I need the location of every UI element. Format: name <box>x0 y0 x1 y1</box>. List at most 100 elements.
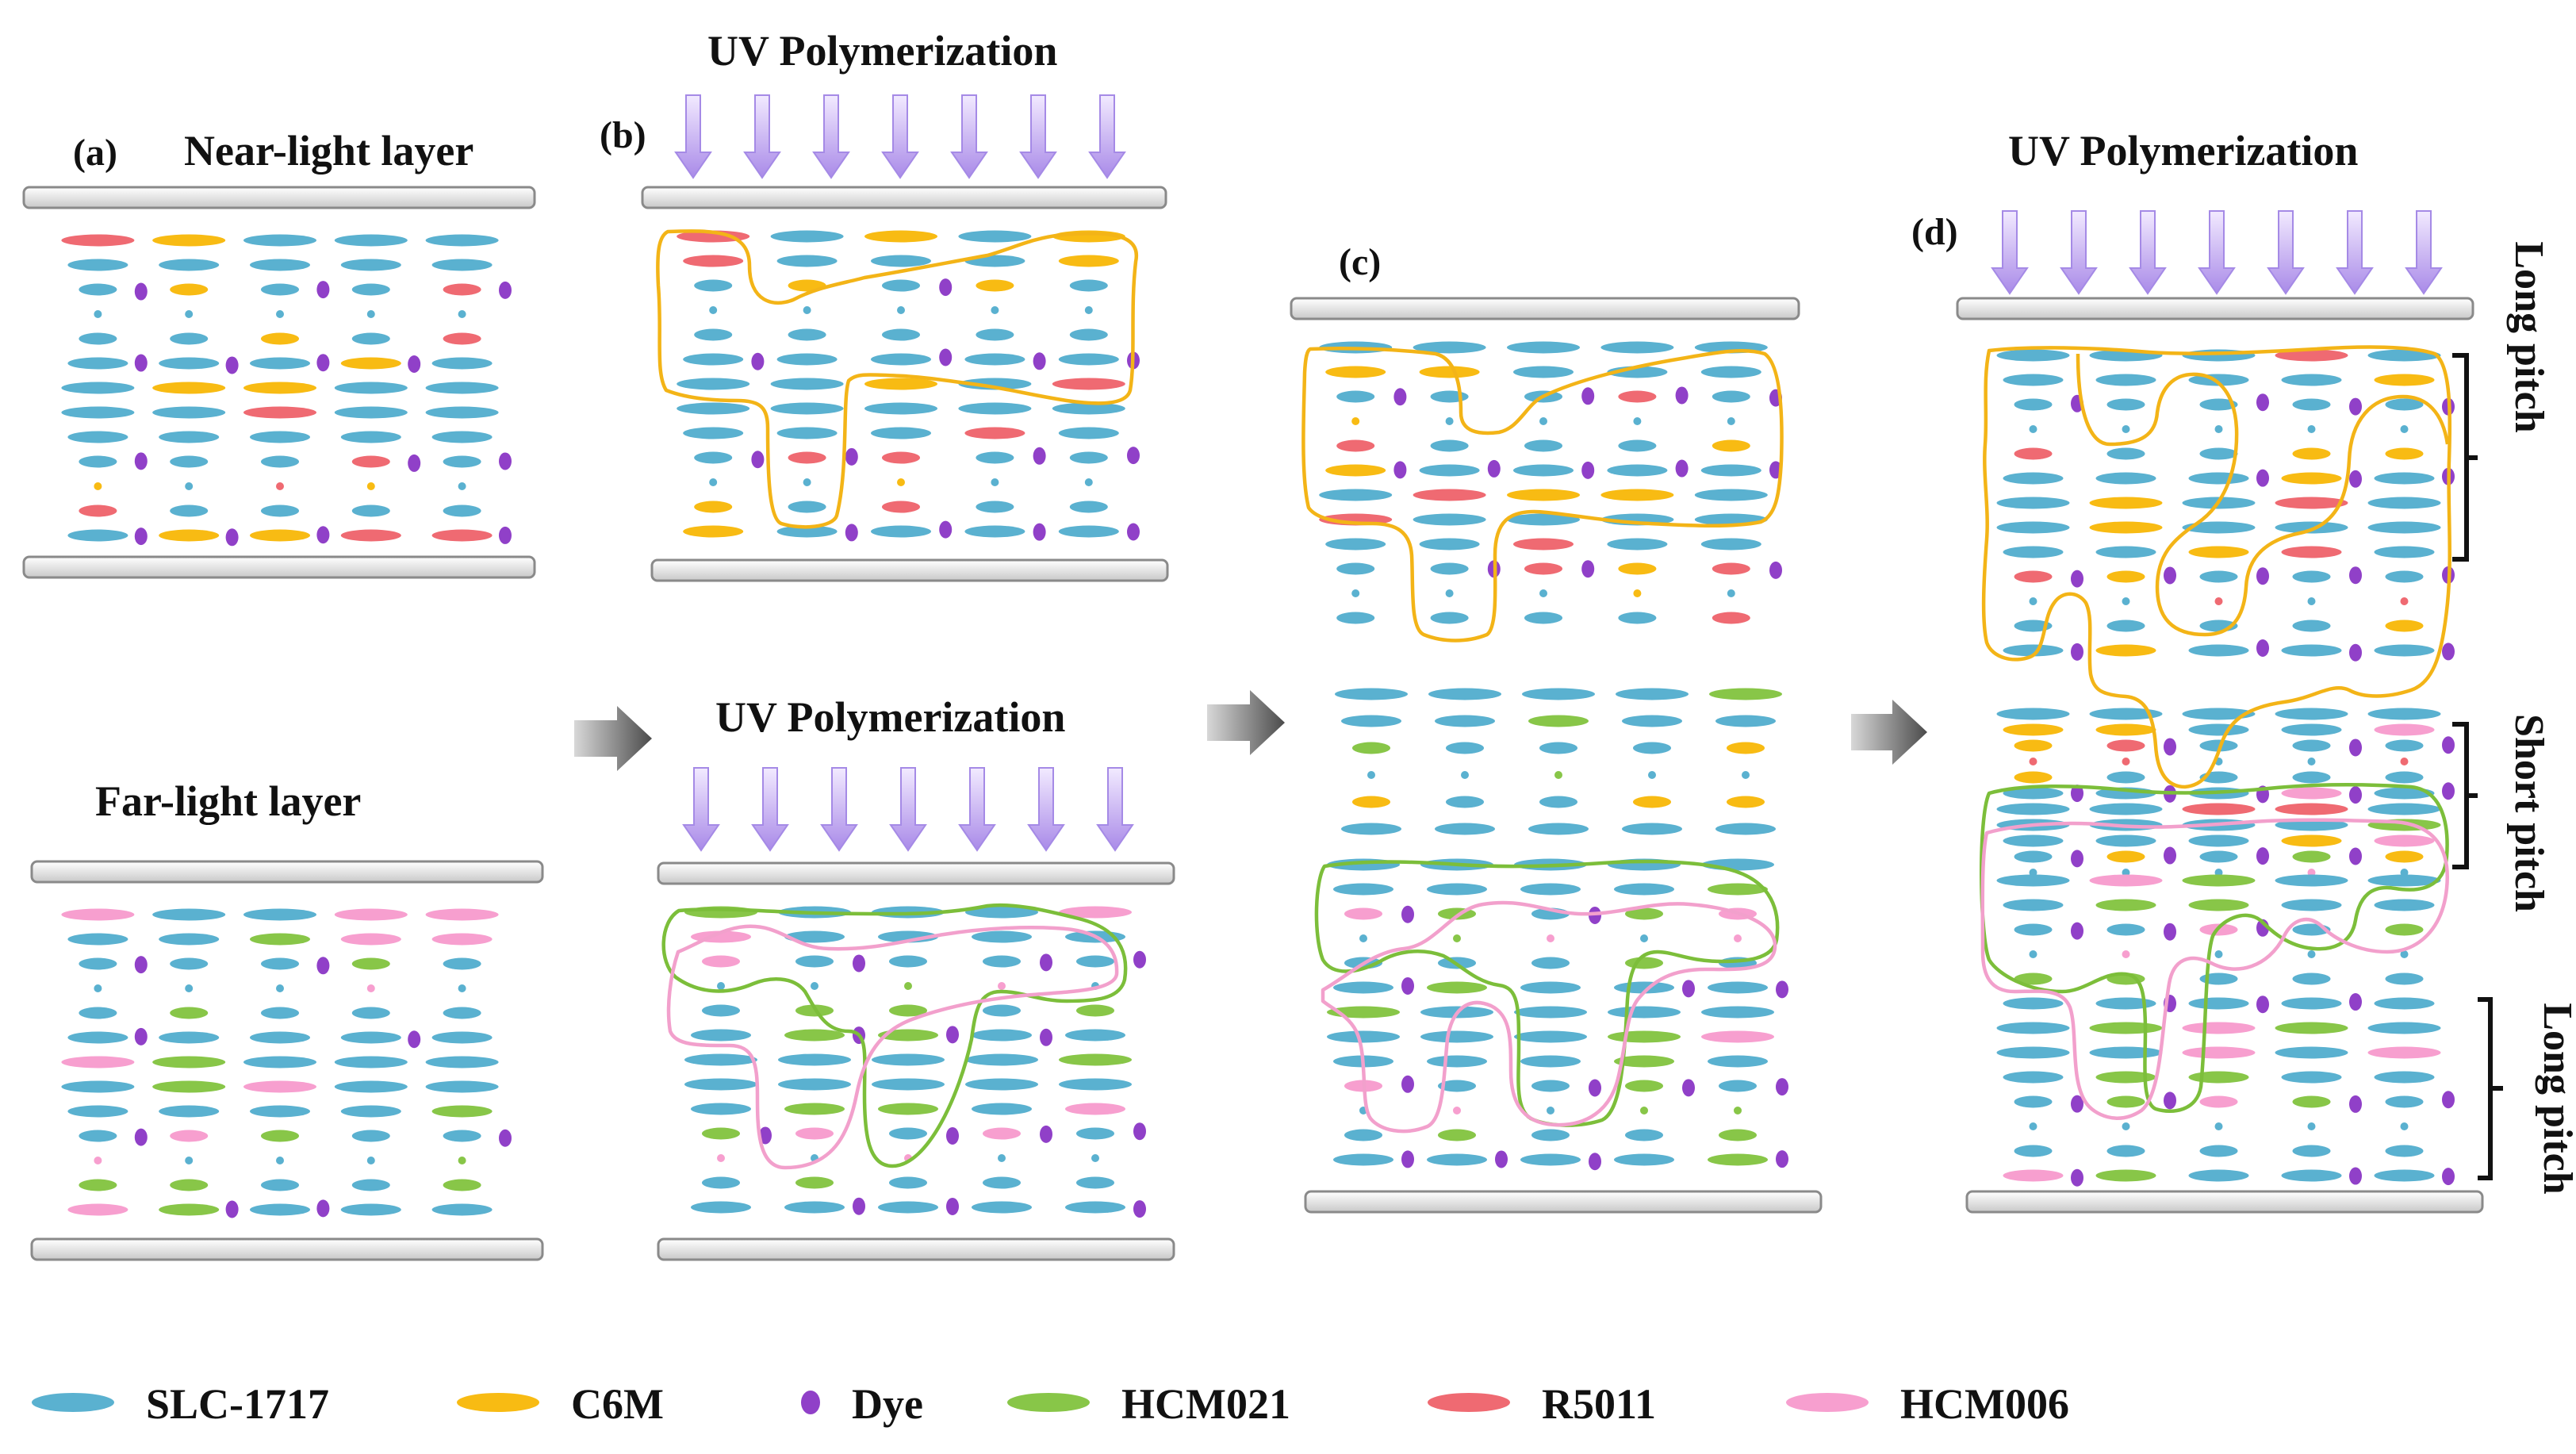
legend-item-r5011: R5011 <box>1428 1380 1656 1428</box>
molecule-slc-1717 <box>2003 546 2064 558</box>
molecule-slc-1717 <box>79 957 117 970</box>
polymer-network-hcm006 <box>1321 900 1777 1134</box>
glass-substrate <box>22 186 536 209</box>
uv-arrow <box>812 94 850 179</box>
molecule-slc-1717 <box>61 1080 135 1093</box>
molecule-hcm021 <box>1625 957 1663 969</box>
molecule-slc-1717 <box>2003 787 2064 800</box>
molecule-hcm006 <box>366 984 375 992</box>
polymer-network-hcm021 <box>1979 782 2449 1113</box>
molecule-slc-1717 <box>1333 883 1393 896</box>
molecule-dye <box>751 451 765 469</box>
molecule-dye <box>2256 469 2269 487</box>
molecule-slc-1717 <box>67 933 128 946</box>
glass-substrate <box>30 860 544 884</box>
molecule-slc-1717 <box>340 259 401 271</box>
molecule-slc-1717 <box>784 1201 845 1214</box>
molecule-slc-1717 <box>2292 398 2331 411</box>
molecule-c6m <box>1727 742 1765 754</box>
molecule-slc-1717 <box>2281 374 2342 386</box>
polymer-network-hcm006 <box>666 924 1119 1170</box>
molecule-slc-1717 <box>882 279 920 292</box>
molecule-c6m <box>1600 489 1674 501</box>
molecule-slc-1717 <box>958 402 1032 415</box>
molecule-slc-1717 <box>2281 1169 2342 1182</box>
molecule-dye <box>939 278 953 297</box>
molecule-slc-1717 <box>1618 612 1657 624</box>
molecule-c6m <box>1058 255 1119 267</box>
molecule-r5011 <box>2400 597 2409 605</box>
molecule-slc-1717 <box>1058 427 1119 439</box>
molecule-slc-1717 <box>1700 538 1761 551</box>
molecule-dye <box>2349 847 2362 865</box>
uv-arrow <box>1027 767 1065 852</box>
molecule-dye <box>2071 643 2083 661</box>
molecule-dye <box>2071 922 2083 940</box>
molecule-slc-1717 <box>94 984 102 992</box>
molecule-slc-1717 <box>1069 279 1108 292</box>
molecule-hcm021 <box>351 957 390 970</box>
molecule-slc-1717 <box>250 1203 310 1216</box>
molecule-hcm021 <box>2188 899 2249 911</box>
uv-polymerization-b-bottom: UV Polymerization <box>715 693 1065 741</box>
molecule-c6m <box>1352 796 1390 808</box>
molecule-hcm006 <box>1547 934 1554 942</box>
molecule-dye <box>2349 1095 2362 1113</box>
molecule-slc-1717 <box>2199 850 2238 863</box>
molecule-slc-1717 <box>1438 1080 1476 1092</box>
molecule-dye <box>1133 1122 1146 1141</box>
legend-swatch <box>1007 1393 1090 1412</box>
molecule-slc-1717 <box>1700 464 1761 477</box>
molecule-slc-1717 <box>2199 1145 2238 1157</box>
molecule-dye <box>1133 1200 1146 1218</box>
molecule-hcm021 <box>1608 1030 1681 1043</box>
uv-arrow <box>2198 210 2236 295</box>
molecule-hcm021 <box>1709 688 1782 700</box>
molecule-slc-1717 <box>2281 644 2342 657</box>
molecule-dye <box>2349 470 2362 488</box>
molecule-slc-1717 <box>1427 883 1487 896</box>
near-light-layer-title: Near-light layer <box>184 127 473 175</box>
glass-substrate <box>657 1237 1175 1261</box>
molecule-dye <box>1589 1153 1601 1171</box>
pitch-bracket-short <box>2452 722 2478 869</box>
molecule-slc-1717 <box>2003 834 2064 847</box>
molecule-r5011 <box>243 406 316 419</box>
molecule-hcm006 <box>170 1130 209 1142</box>
molecule-slc-1717 <box>1715 715 1776 727</box>
molecule-c6m <box>976 279 1014 292</box>
molecule-slc-1717 <box>1069 451 1108 464</box>
molecule-slc-1717 <box>2400 425 2409 433</box>
molecule-r5011 <box>677 230 750 243</box>
molecule-slc-1717 <box>1618 439 1657 452</box>
molecule-slc-1717 <box>443 1130 481 1142</box>
molecule-slc-1717 <box>778 1053 851 1066</box>
molecule-dye <box>946 1126 959 1145</box>
molecule-slc-1717 <box>79 332 117 345</box>
molecule-slc-1717 <box>1065 1029 1125 1042</box>
molecule-c6m <box>2374 374 2435 386</box>
molecule-slc-1717 <box>1507 341 1580 354</box>
molecule-hcm006 <box>998 982 1006 990</box>
molecule-dye <box>2071 1095 2083 1113</box>
molecule-slc-1717 <box>776 525 838 538</box>
molecule-slc-1717 <box>2275 819 2348 831</box>
uv-polymerization-b-top: UV Polymerization <box>707 27 1057 75</box>
molecule-c6m <box>2106 850 2145 863</box>
molecule-slc-1717 <box>976 501 1014 513</box>
uv-arrow <box>2267 210 2305 295</box>
molecule-slc-1717 <box>159 357 220 370</box>
uv-light-arrows <box>682 767 1134 852</box>
molecule-c6m <box>250 529 310 542</box>
molecule-slc-1717 <box>1715 823 1776 835</box>
molecule-slc-1717 <box>1520 1055 1581 1068</box>
uv-arrow <box>2060 210 2098 295</box>
molecule-hcm006 <box>334 908 408 921</box>
molecule-slc-1717 <box>983 1004 1021 1017</box>
molecule-slc-1717 <box>871 353 931 366</box>
molecule-dye <box>1675 459 1689 478</box>
molecule-hcm006 <box>67 1203 128 1216</box>
molecule-c6m <box>694 501 733 513</box>
molecule-r5011 <box>79 504 117 517</box>
molecule-hcm021 <box>784 1029 845 1042</box>
